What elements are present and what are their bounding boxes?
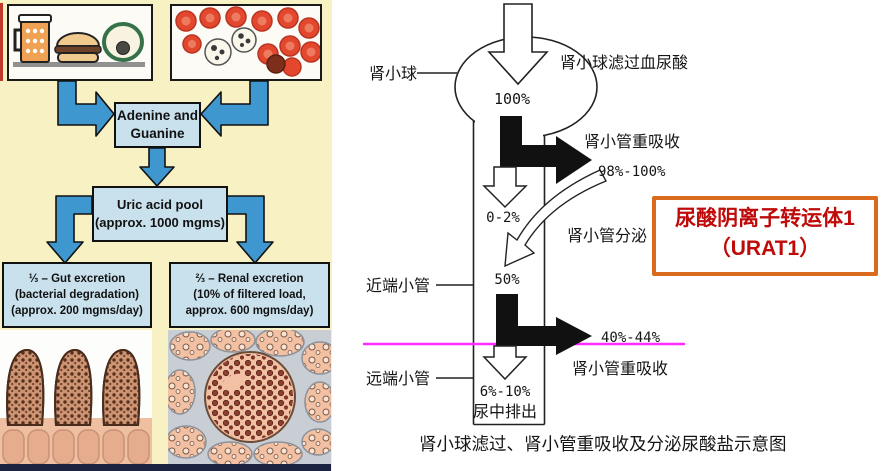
reabsorption-arrow-bottom	[496, 294, 592, 355]
purine-metabolism-panel: Adenine and Guanine Uric acid pool (appr…	[0, 0, 339, 471]
blood-cells-illustration	[175, 6, 322, 77]
post-reabsorption-value: 0-2%	[486, 210, 520, 226]
arrow-blood-to-adenine	[200, 80, 269, 137]
red-blood-cells	[175, 6, 322, 77]
arrow-food-to-adenine	[57, 80, 115, 137]
food-illustration	[13, 14, 145, 67]
renal-excretion-box: ⅔ – Renal excretion (10% of filtered loa…	[169, 262, 330, 328]
tubule-walls	[472, 121, 546, 426]
secretion-arrow	[504, 169, 607, 268]
urat1-line-2: （URAT1）	[709, 237, 821, 260]
pool-line-2: (approx. 1000 mgms)	[94, 215, 226, 230]
arrow-adenine-to-pool	[139, 147, 175, 187]
left-edge-strip	[0, 3, 3, 81]
post-secretion-value: 50%	[494, 272, 520, 288]
arrow-pool-to-gut	[46, 195, 93, 264]
excreted-value: 6%-10%	[480, 384, 531, 400]
reabsorption-top-label: 肾小管重吸收	[584, 133, 680, 151]
glomerulus-label: 肾小球	[369, 65, 417, 83]
urat1-line-1: 尿酸阴离子转运体1	[675, 207, 855, 230]
diagram-caption: 肾小球滤过、肾小管重吸收及分泌尿酸盐示意图	[419, 434, 787, 454]
renal-line-1: ⅔ – Renal excretion	[195, 273, 304, 285]
renal-line-3: approx. 600 mgms/day)	[185, 305, 314, 317]
pool-line-1: Uric acid pool	[117, 197, 203, 212]
secretion-label: 肾小管分泌	[567, 227, 647, 245]
avocado-icon	[102, 22, 144, 62]
beer-mug-icon	[13, 14, 52, 63]
purine-food-image	[7, 4, 153, 81]
distal-tubule-label: 远端小管	[366, 370, 430, 388]
adenine-line-2: Guanine	[130, 126, 185, 141]
table-surface	[13, 62, 145, 67]
gut-line-1: ⅓ – Gut excretion	[28, 273, 126, 285]
reabsorption-arrow-top	[500, 116, 592, 184]
glomerulus-section	[204, 351, 296, 443]
gut-line-3: (approx. 200 mgms/day)	[11, 305, 143, 317]
arrow-pool-to-renal	[223, 195, 274, 264]
renal-line-2: (10% of filtered load,	[193, 289, 306, 301]
filtration-label: 肾小球滤过血尿酸	[560, 54, 688, 72]
filtered-value: 100%	[494, 90, 530, 108]
blood-cells-image	[170, 4, 322, 81]
hamburger-icon	[54, 32, 102, 63]
bottom-blue-strip	[0, 464, 331, 471]
proximal-tubule-label: 近端小管	[366, 277, 430, 295]
adenine-line-1: Adenine and	[116, 108, 198, 123]
nephron-diagram-svg: 肾小球 近端小管 远端小管 肾小球滤过血尿酸 肾小管重吸收 98%-100% 肾…	[363, 3, 787, 454]
reabsorption-top-value: 98%-100%	[598, 164, 666, 180]
flow-arrows	[46, 80, 274, 264]
reabsorption-bottom-value: 40%-44%	[601, 330, 661, 346]
dark-blood-cell	[266, 54, 286, 74]
reabsorption-bottom-label: 肾小管重吸收	[572, 360, 668, 378]
urat1-callout-box: 尿酸阴离子转运体1 （URAT1）	[652, 196, 878, 276]
gut-line-2: (bacterial degradation)	[15, 289, 139, 301]
intestinal-villi	[6, 348, 141, 426]
adenine-guanine-box: Adenine and Guanine	[114, 102, 201, 148]
kidney-histology-image	[164, 327, 339, 469]
nephron-diagram-panel: 肾小球 近端小管 远端小管 肾小球滤过血尿酸 肾小管重吸收 98%-100% 肾…	[332, 0, 886, 471]
flow-arrow-6-10	[482, 345, 528, 381]
flow-arrow-0-2	[482, 166, 528, 209]
gut-excretion-box: ⅓ – Gut excretion (bacterial degradation…	[2, 262, 152, 328]
blood-inflow-arrow	[487, 3, 549, 86]
uric-acid-pool-box: Uric acid pool (approx. 1000 mgms)	[92, 186, 228, 242]
kidney-histology-svg	[164, 327, 339, 467]
urine-excretion-label: 尿中排出	[473, 403, 537, 421]
white-blood-cells	[204, 27, 257, 66]
